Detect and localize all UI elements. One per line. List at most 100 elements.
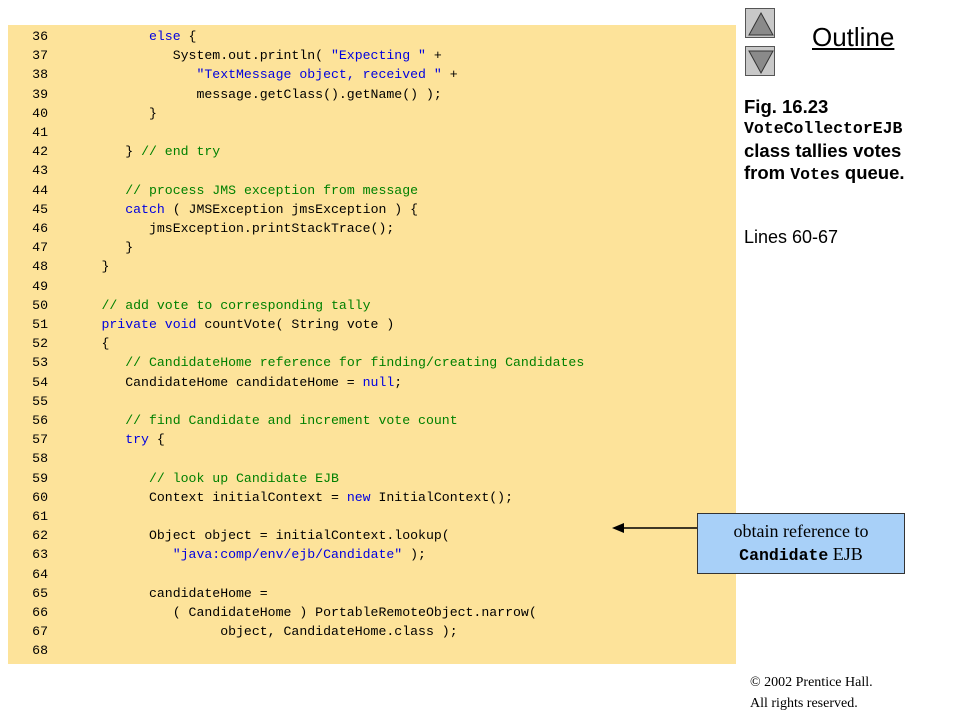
code-token [54,183,125,198]
code-token [54,355,125,370]
code-token: Object object = initialContext.lookup( [54,528,450,544]
code-line: 46 jmsException.printStackTrace(); [8,219,394,238]
line-number: 60 [32,489,48,505]
code-token: CandidateHome candidateHome = [54,374,363,390]
code-line: 39 message.getClass().getName() ); [8,85,442,104]
line-number: 45 [32,201,48,217]
code-token: private void [101,317,197,332]
figure-description-1: class tallies votes [744,140,902,161]
outline-link[interactable]: Outline [812,22,895,52]
code-token: + [425,48,442,64]
line-number: 55 [32,393,48,409]
code-token: object, CandidateHome.class ); [54,624,458,640]
line-number: 42 [32,144,48,160]
code-line: 53 // CandidateHome reference for findin… [8,353,584,372]
code-token: { [54,336,110,352]
code-line: 45 catch ( JMSException jmsException ) { [8,200,418,219]
line-number: 44 [32,182,48,198]
code-line: 50 // add vote to corresponding tally [8,296,371,315]
line-number: 41 [32,125,48,140]
line-number: 68 [32,643,48,659]
copyright-line-2: All rights reserved. [750,696,858,711]
code-token: message.getClass().getName() ); [54,86,442,102]
code-line: 43 [8,161,54,180]
code-token: { [180,29,197,44]
line-number: 53 [32,355,48,371]
line-number: 47 [32,240,48,256]
next-slide-button[interactable] [745,46,775,76]
code-token [54,547,173,562]
line-number: 66 [32,605,48,620]
code-token: InitialContext(); [370,489,514,505]
line-number: 63 [32,547,48,563]
code-token: catch [125,201,165,217]
line-number: 37 [32,48,48,64]
code-line: 57 try { [8,430,165,449]
code-line: 42 } // end try [8,142,220,161]
code-token: ( CandidateHome ) PortableRemoteObject.n… [54,605,537,620]
line-number: 39 [32,86,48,102]
code-token [54,29,149,44]
code-line: 40 } [8,104,157,123]
code-token: "java:comp/env/ejb/Candidate" [172,547,403,563]
code-line: 66 ( CandidateHome ) PortableRemoteObjec… [8,603,537,622]
figure-label: Fig. 16.23 [744,96,829,117]
code-token [54,67,196,82]
triangle-up-icon [748,11,774,36]
code-line: 55 [8,392,54,411]
code-token [54,413,125,428]
code-token: countVote( String vote ) [196,317,395,332]
code-line: 37 System.out.println( "Expecting " + [8,46,442,65]
code-token: // add vote to corresponding tally [101,297,371,313]
code-line: 61 [8,507,54,526]
code-line: 52 { [8,334,109,353]
code-line: 41 [8,123,54,142]
line-number: 67 [32,624,48,640]
callout-line-2: Candidate EJB [698,543,904,567]
code-token: System.out.println( [54,48,331,64]
code-token: jmsException.printStackTrace(); [54,221,395,236]
code-token: Context initialContext = [54,489,347,505]
line-number: 36 [32,29,48,44]
code-line: 54 CandidateHome candidateHome = null; [8,373,402,392]
callout-suffix: EJB [828,544,863,564]
code-line: 56 // find Candidate and increment vote … [8,411,457,430]
code-line: 64 [8,565,54,584]
line-number: 62 [32,528,48,544]
code-token: // end try [141,144,221,160]
annotation-callout: obtain reference to Candidate EJB [697,513,905,574]
code-line: 44 // process JMS exception from message [8,181,418,200]
code-line: 48 } [8,257,109,276]
code-token: try [125,432,149,448]
code-line: 38 "TextMessage object, received " + [8,65,457,84]
code-line: 67 object, CandidateHome.class ); [8,622,458,641]
code-token: "TextMessage object, received " [196,67,442,83]
figure-desc-suffix: queue. [839,162,905,183]
figure-desc-text: from [744,162,791,183]
line-number: 52 [32,336,48,352]
code-token [54,298,101,313]
line-number: 48 [32,259,48,275]
code-token: } [54,240,134,256]
callout-line-1: obtain reference to [733,521,869,541]
code-line: 65 candidateHome = [8,584,268,603]
code-line: 62 Object object = initialContext.lookup… [8,526,450,545]
code-token: candidateHome = [54,585,268,601]
code-token [54,471,149,486]
copyright-notice: © 2002 Prentice Hall. All rights reserve… [750,672,873,714]
code-token: null [362,374,395,390]
code-token: ( JMSException jmsException ) { [164,201,419,217]
code-line: 36 else { [8,27,196,46]
callout-arrow-icon [612,523,698,533]
callout-class-name: Candidate [739,546,829,565]
previous-slide-button[interactable] [745,8,775,38]
line-number: 61 [32,509,48,524]
code-token: new [346,489,371,505]
code-line: 49 [8,277,54,296]
figure-description-2: from Votes queue. [744,162,958,186]
line-number: 51 [32,317,48,332]
code-line: 60 Context initialContext = new InitialC… [8,488,513,507]
code-token: } [54,144,142,160]
code-line: 68 [8,641,54,660]
code-line: 63 "java:comp/env/ejb/Candidate" ); [8,545,426,564]
